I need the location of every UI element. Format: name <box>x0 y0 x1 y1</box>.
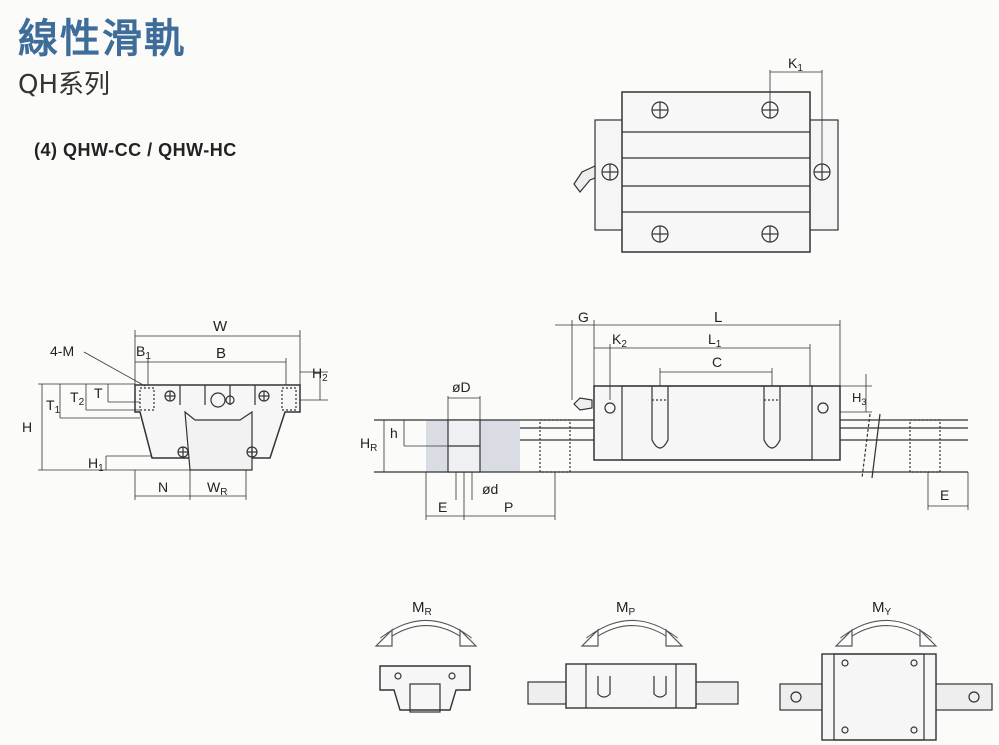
svg-text:T: T <box>94 385 103 401</box>
svg-text:N: N <box>158 479 168 495</box>
svg-text:T1: T1 <box>46 397 61 416</box>
svg-text:øD: øD <box>452 379 471 395</box>
svg-text:ød: ød <box>482 481 498 497</box>
series-subtitle: QH系列 <box>18 70 111 100</box>
svg-text:MR: MR <box>412 599 432 618</box>
mount-hole <box>651 225 669 243</box>
mount-hole <box>164 390 176 402</box>
svg-text:P: P <box>504 499 513 515</box>
svg-text:MP: MP <box>616 599 636 618</box>
end-seal-hole <box>601 163 619 181</box>
grease-nipple-icon <box>573 165 596 193</box>
end-seal-hole <box>813 163 831 181</box>
mount-hole <box>761 225 779 243</box>
svg-text:4-M: 4-M <box>50 343 74 359</box>
svg-text:HR: HR <box>360 435 377 454</box>
svg-text:MY: MY <box>872 599 892 618</box>
svg-text:WR: WR <box>207 479 227 498</box>
svg-text:H3: H3 <box>852 390 866 407</box>
svg-text:W: W <box>213 318 228 335</box>
mount-hole <box>651 101 669 119</box>
svg-text:K2: K2 <box>612 331 627 350</box>
svg-text:B: B <box>216 345 226 362</box>
svg-text:L: L <box>714 309 722 326</box>
mount-hole <box>246 446 258 458</box>
svg-text:C: C <box>712 354 722 370</box>
svg-text:H: H <box>22 419 32 435</box>
mount-hole <box>177 446 189 458</box>
svg-text:L1: L1 <box>708 331 722 350</box>
mount-hole <box>258 390 270 402</box>
moment-my: MY <box>779 599 993 741</box>
svg-text:H2: H2 <box>312 365 328 384</box>
svg-text:B1: B1 <box>136 343 151 362</box>
svg-text:E: E <box>438 499 447 515</box>
mount-hole <box>761 101 779 119</box>
svg-text:K1: K1 <box>788 55 803 74</box>
page-title: 線性滑軌 <box>18 16 186 62</box>
svg-text:T2: T2 <box>70 389 85 408</box>
svg-text:G: G <box>578 309 589 325</box>
front-view: W B B1 4-M H T1 T2 T H1 H2 N WR <box>22 318 328 500</box>
svg-text:E: E <box>940 487 949 503</box>
side-view: G L K2 L1 C H3 HR h øD ød E P E <box>360 309 969 520</box>
moment-mp: MP <box>527 599 739 709</box>
top-view: K1 <box>573 55 839 253</box>
svg-text:h: h <box>390 425 398 441</box>
model-heading: (4) QHW-CC / QHW-HC <box>34 140 237 160</box>
svg-text:H1: H1 <box>88 455 104 474</box>
moment-mr: MR <box>374 599 478 713</box>
